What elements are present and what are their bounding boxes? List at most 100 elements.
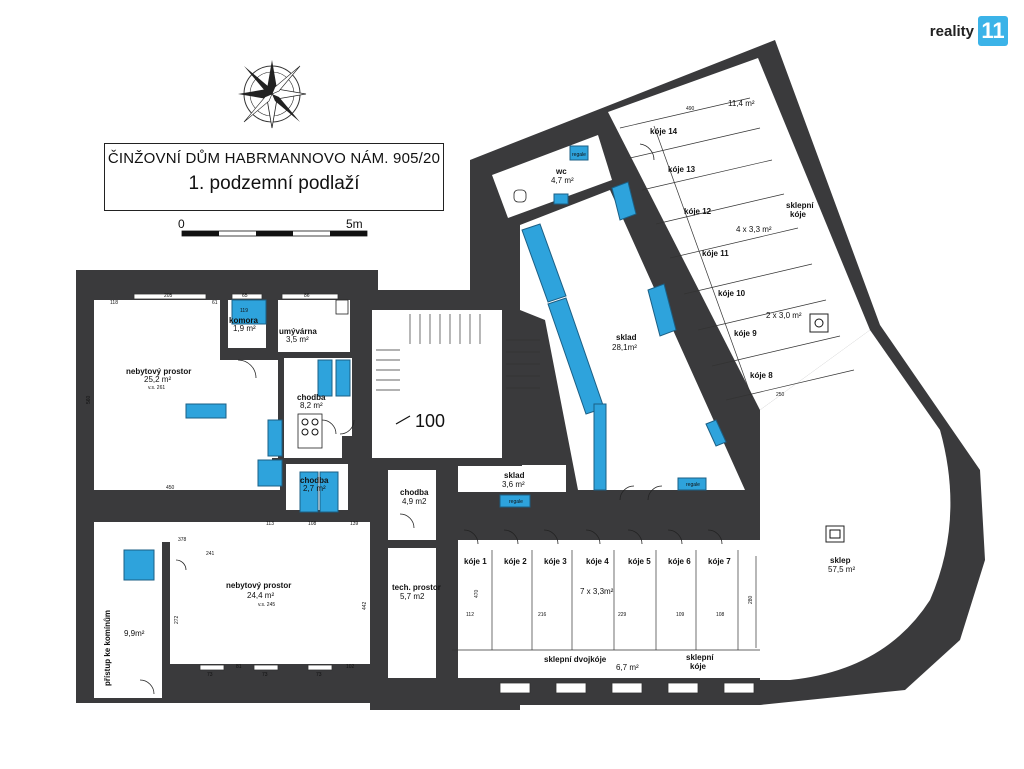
koje-right-partitions: [619, 97, 855, 401]
koje-bottom-1: kóje 1: [464, 557, 487, 566]
dim-139: 139: [350, 521, 359, 527]
scale-start: 0: [178, 217, 185, 231]
dim-490: 490: [686, 106, 695, 112]
dim-205: 205: [164, 293, 173, 299]
room-koje-bottom-label-1: sklepní: [686, 653, 714, 662]
bathtub-icon: [185, 403, 227, 419]
dim-378: 378: [178, 537, 187, 543]
dim-65: 65: [242, 293, 248, 299]
koje-bottom-6: kóje 6: [668, 557, 691, 566]
room-sklad2-name: sklad: [504, 471, 525, 480]
dim-108: 108: [308, 521, 317, 527]
dim-118: 118: [110, 300, 118, 306]
doors: [139, 143, 723, 695]
fixture-regale-1: regale: [509, 499, 523, 505]
fixtures: [123, 145, 727, 581]
room-chodba1-name: chodba: [297, 393, 326, 402]
room-tech-area: 5,7 m2: [400, 592, 425, 601]
dim-73-2: 73: [262, 672, 268, 678]
title-box: ČINŽOVNÍ DŮM HABRMANNOVO NÁM. 905/20 1. …: [104, 143, 444, 211]
room-dvojkoje-name: sklepní dvojkóje: [544, 655, 607, 664]
room-chodba3-name: chodba: [400, 488, 429, 497]
koje-right-9: kóje 9: [734, 329, 757, 338]
room-umyvarna-area: 3,5 m²: [286, 335, 309, 344]
toilet-icon: [513, 189, 527, 203]
dim-102: 102: [346, 664, 355, 670]
koje-bottom-area: 7 x 3,3m²: [580, 587, 614, 596]
koje-bottom-2: kóje 2: [504, 557, 527, 566]
logo-text: reality: [929, 22, 974, 40]
room-nebytovy1-name: nebytový prostor: [126, 367, 191, 376]
room-chodba3-area: 4,9 m2: [402, 497, 427, 506]
koje-right-8: kóje 8: [750, 371, 773, 380]
staircase: [376, 314, 540, 425]
koje-right-10: kóje 10: [718, 289, 746, 298]
room-koje-right-label-1: sklepní: [786, 201, 814, 210]
room-nebytovy2-area: 24,4 m²: [247, 591, 274, 600]
dim-73-3: 73: [316, 672, 322, 678]
dim-109: 109: [676, 612, 685, 618]
room-koje-bottom-label-2: kóje: [690, 662, 707, 671]
dim-73-1: 73: [207, 672, 213, 678]
room-dvojkoje-area: 6,7 m²: [616, 663, 639, 672]
dim-61: 61: [212, 300, 218, 306]
dim-113: 113: [266, 521, 274, 527]
room-wc-name: wc: [555, 167, 567, 176]
room-koje-right-label-2: kóje: [790, 210, 807, 219]
compass-rose-icon: [238, 60, 307, 129]
koje-bottom-5: kóje 5: [628, 557, 651, 566]
dim-241: 241: [206, 551, 215, 557]
koje-right-11: kóje 11: [702, 249, 729, 258]
dim-560: 560: [86, 395, 92, 404]
room-prostor-area: 9,9m²: [124, 629, 145, 638]
room-sklep-name: sklep: [830, 556, 851, 565]
room-tech-name: tech. prostor: [392, 583, 441, 592]
room-nebytovy1-area: 25,2 m²: [144, 375, 171, 384]
koje-right-14: kóje 14: [650, 127, 678, 136]
room-chodba1-area: 8,2 m²: [300, 401, 323, 410]
stove-icon: [297, 413, 323, 449]
koje-right-area-1: 11,4 m²: [728, 99, 755, 108]
dim-450: 450: [166, 485, 175, 491]
scale-bar: 0 5m: [178, 217, 368, 237]
room-komora-area: 1,9 m²: [233, 324, 256, 333]
room-nebytovy2-note: v.s. 245: [258, 602, 275, 608]
koje-bottom-partitions: [452, 550, 760, 651]
reality-logo: reality 11: [930, 14, 1008, 48]
koje-bottom-7: kóje 7: [708, 557, 731, 566]
building-title: ČINŽOVNÍ DŮM HABRMANNOVO NÁM. 905/20: [107, 150, 441, 167]
dim-470: 470: [474, 589, 480, 598]
logo-mark: 11: [978, 16, 1008, 46]
room-sklad1-area: 28,1m²: [612, 343, 637, 352]
windows: [133, 293, 755, 694]
floor-title: 1. podzemní podlaží: [188, 173, 360, 194]
dim-250: 250: [776, 392, 785, 398]
room-chodba2-area: 2,7 m²: [303, 484, 326, 493]
scale-end: 5m: [346, 217, 363, 231]
koje-right-12: kóje 12: [684, 207, 712, 216]
room-umyvarna-name: umývárna: [279, 327, 317, 336]
pristup-label: přístup ke komínům: [103, 610, 112, 686]
dim-272: 272: [174, 615, 180, 624]
dim-280: 280: [748, 595, 754, 604]
koje-bottom-4: kóje 4: [586, 557, 609, 566]
koje-bottom-3: kóje 3: [544, 557, 567, 566]
room-komora-name: komora: [229, 316, 258, 325]
dim-442: 442: [362, 601, 368, 610]
dim-81: 81: [236, 664, 242, 670]
dim-119: 119: [240, 308, 248, 314]
dim-112: 112: [466, 612, 474, 618]
chimney-icon: [809, 313, 845, 543]
koje-right-13: kóje 13: [668, 165, 696, 174]
dim-86: 86: [304, 293, 310, 299]
room-wc-area: 4,7 m²: [551, 176, 574, 185]
elevation-label: 100: [415, 411, 445, 431]
room-sklad1-name: sklad: [616, 333, 637, 342]
koje-right-area-3: 2 x 3,0 m²: [766, 311, 802, 320]
room-nebytovy1-note: v.s. 261: [148, 385, 165, 391]
fixture-regale-2: regale: [686, 482, 700, 488]
koje-right-area-2: 4 x 3,3 m²: [736, 225, 772, 234]
room-sklad2-area: 3,6 m²: [502, 480, 525, 489]
sink-icon: [335, 299, 349, 315]
